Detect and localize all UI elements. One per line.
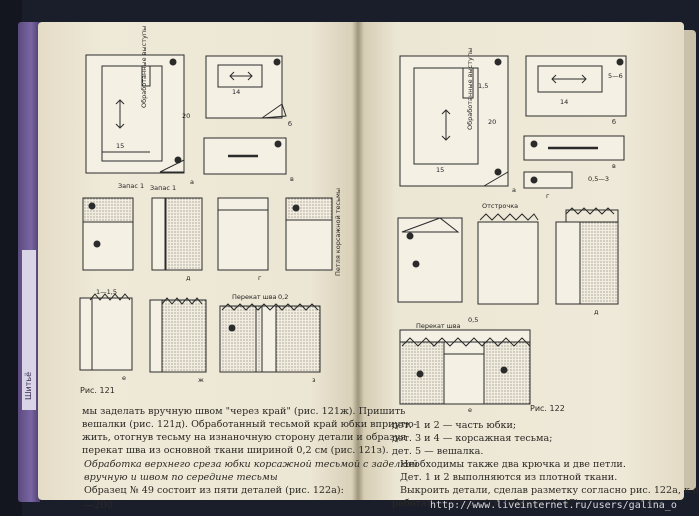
fig122-label-val56: 5—6	[608, 72, 623, 80]
fig122-letter-v: в	[612, 162, 616, 170]
right-text-line-6: Выкроить детали, сделав разметку согласн…	[400, 485, 699, 496]
fig121-label-zapas: Запас 1	[118, 182, 145, 190]
fig121-label-perekat: Перекат шва	[232, 293, 277, 301]
fig122-letter-a: а	[512, 186, 516, 194]
fig121-label-vertical: Обработанные выступы	[140, 25, 148, 108]
fig121-label-zapas-b: Запас 1	[150, 184, 177, 192]
fig121-label-len20: 20	[182, 112, 191, 120]
fig122-letter-b: б	[612, 118, 617, 126]
fig122-label-val05: 0,5	[468, 316, 479, 324]
fig122g-diagram	[523, 171, 573, 189]
fig122-label-val053: 0,5—3	[588, 175, 609, 183]
fig121v-diagram	[203, 137, 287, 175]
right-text-line-5: Дет. 1 и 2 выполняются из плотной ткани.	[400, 472, 618, 483]
fig121-letter-a: а	[190, 178, 194, 186]
fig121-letter-e: е	[122, 374, 126, 382]
left-text-last-line: Образец № 49 состоит из пяти деталей (ри…	[84, 485, 344, 496]
fig122-row2	[397, 207, 619, 305]
fig121-letter-v: в	[290, 175, 294, 183]
fig121a-diagram	[85, 54, 185, 174]
left-text-line-1: мы заделать вручную швом "через край" (р…	[82, 406, 406, 417]
figure-caption-121: Рис. 121	[80, 386, 115, 395]
fig122a-diagram	[399, 55, 509, 187]
fig122-label-len15: 15	[436, 166, 445, 174]
fig121-letter-zh: ж	[198, 376, 204, 384]
page-stack-edge	[684, 30, 696, 490]
fig122b-diagram	[525, 55, 627, 117]
fig122-label-vertical: Обработанные выступы	[466, 47, 474, 130]
left-italic-heading-2: вручную и швом по середине тесьмы	[84, 472, 278, 483]
book-gutter	[352, 22, 364, 500]
fig122-label-width: 14	[560, 98, 569, 106]
fig121b-diagram	[205, 55, 287, 119]
left-text-line-4: перекат шва из основной ткани шириной 0,…	[82, 445, 389, 456]
left-text-line-2: вешалки (рис. 121д). Обработанный тесьмо…	[82, 419, 418, 430]
right-text-line-4: Необходимы также два крючка и две петли.	[400, 459, 626, 470]
left-italic-heading-1: Обработка верхнего среза юбки корсажной …	[84, 459, 418, 470]
fig121-label-side: Петля корсажной тесьмы	[334, 188, 342, 276]
fig122e-diagram	[399, 329, 531, 405]
fig122-label-len20: 20	[488, 118, 497, 126]
fig121-label-perekat-val: 0,2	[278, 293, 289, 301]
fig121-row2	[82, 197, 333, 271]
background-edge	[0, 0, 22, 516]
fig121-letter-d: д	[186, 274, 191, 282]
right-text-line-3: дет. 5 — вешалка.	[392, 446, 484, 457]
fig121-label-len15: 15	[116, 142, 125, 150]
fig121-label-seam: 1—1,5	[96, 288, 117, 296]
left-text-line-3: жить, отогнув тесьму на изнаночную сторо…	[82, 432, 407, 443]
right-page-number: 201	[640, 500, 660, 511]
fig121-label-width: 14	[232, 88, 241, 96]
fig122-letter-e: е	[468, 406, 472, 414]
source-watermark: http://www.liveinternet.ru/users/galina_…	[430, 500, 677, 511]
fig122-letter-d: д	[594, 308, 599, 316]
figure-caption-122: Рис. 122	[530, 404, 565, 413]
right-text-line-2: дет. 3 и 4 — корсажная тесьма;	[392, 433, 553, 444]
cover-label: Шитьё	[22, 250, 36, 410]
right-text-line-1: дет. 1 и 2 — часть юбки;	[392, 420, 517, 431]
fig121-letter-b: б	[288, 120, 293, 128]
fig121-row3	[79, 293, 321, 373]
fig122v-diagram	[523, 135, 625, 161]
fig122-label-val15: 1,5	[478, 82, 489, 90]
fig122-label-otstrochka: Отстрочка	[482, 202, 519, 210]
fig121-letter-z: з	[312, 376, 316, 384]
left-page-number: —200	[84, 500, 114, 511]
fig122-letter-g: г	[546, 192, 550, 200]
right-text-line-7: работать выступа (см. образец № 47).	[392, 498, 582, 509]
fig122-label-perekat: Перекат шва	[416, 322, 461, 330]
fig121-letter-g: г	[258, 274, 262, 282]
